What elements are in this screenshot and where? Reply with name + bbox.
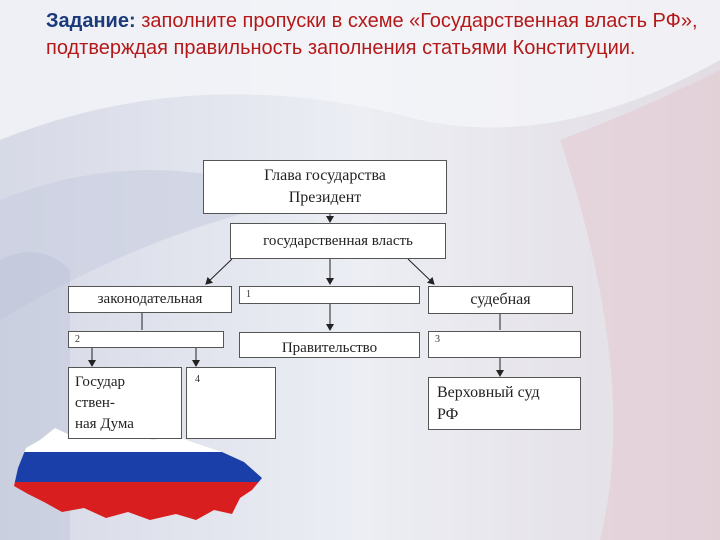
task-title: Задание: заполните пропуски в схеме «Гос… [46,8,706,62]
task-label: Задание: [46,10,136,32]
supreme-court-line1: Верховный суд [437,384,540,401]
head-of-state-line1: Глава государства [264,167,386,184]
legislative-box: законодательная [68,286,232,313]
state-duma-line3: ная Дума [75,416,134,432]
state-duma-box: Государ ствен- ная Дума [68,367,182,439]
judicial-label: судебная [470,291,531,308]
blank-box-1: 1 [239,286,420,304]
state-power-box: государственная власть [230,223,446,259]
legislative-label: законодательная [97,291,203,307]
government-label: Правительство [281,339,378,356]
supreme-court-line2: РФ [437,406,459,423]
task-text: заполните пропуски в схеме «Государствен… [46,10,698,59]
head-of-state-box: Глава государства Президент [203,160,447,214]
blank-number-3: 3 [435,334,440,345]
head-of-state-line2: Президент [288,189,362,206]
judicial-box: судебная [428,286,573,314]
blank-number-1: 1 [246,289,251,300]
government-box: Правительство [239,332,420,358]
state-duma-line1: Государ [75,374,126,390]
blank-box-2: 2 [68,331,224,348]
blank-number-4: 4 [195,374,200,385]
blank-number-2: 2 [75,334,80,345]
state-power-label: государственная власть [263,232,413,249]
supreme-court-box: Верховный суд РФ [428,377,581,430]
blank-box-3: 3 [428,331,581,358]
state-duma-line2: ствен- [75,395,115,411]
blank-box-4: 4 [186,367,276,439]
